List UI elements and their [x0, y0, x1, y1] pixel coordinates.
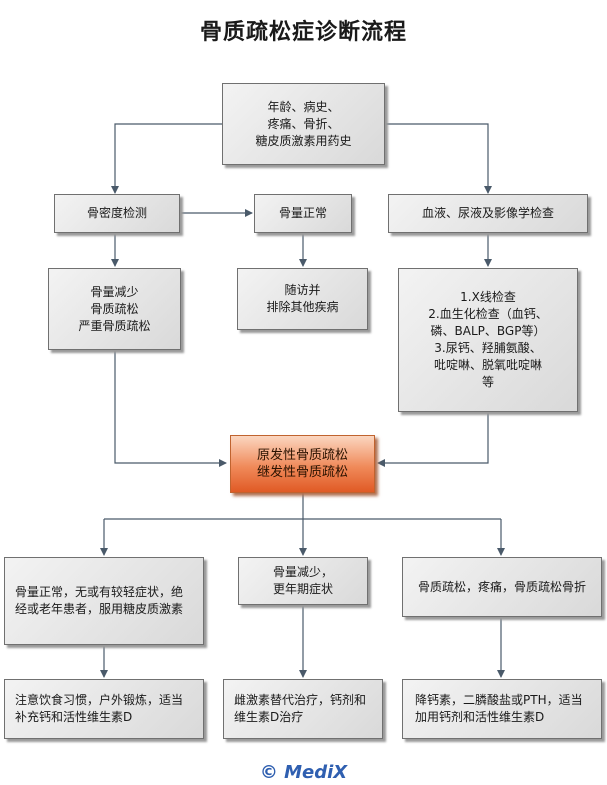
node-category-normal: 骨量正常，无或有较轻症状，绝经或老年患者，服用糖皮质激素 — [4, 557, 204, 645]
node-followup: 随访并 排除其他疾病 — [237, 268, 368, 330]
medix-watermark: © MediX — [259, 762, 348, 783]
node-lab-items: 1.X线检查 2.血生化检查（血钙、 磷、BALP、BGP等） 3.尿钙、羟脯氨… — [398, 268, 578, 412]
node-low-mass: 骨量减少 骨质疏松 严重骨质疏松 — [48, 268, 181, 350]
node-category-low-mass: 骨量减少， 更年期症状 — [238, 557, 368, 605]
page-title: 骨质疏松症诊断流程 — [199, 19, 407, 45]
node-lab-tests: 血液、尿液及影像学检查 — [388, 194, 588, 233]
node-diagnosis: 原发性骨质疏松 继发性骨质疏松 — [230, 435, 375, 493]
arrow-items-to-diagnosis — [377, 412, 489, 467]
node-bmd-test: 骨密度检测 — [54, 194, 180, 233]
arrow-history-to-bmd — [111, 123, 222, 194]
node-treatment-2: 雌激素替代治疗，钙剂和维生素D治疗 — [223, 679, 383, 739]
node-treatment-3: 降钙素，二膦酸盐或PTH，适当加用钙剂和活性维生素D — [402, 679, 602, 739]
node-treatment-1: 注意饮食习惯，户外锻炼，适当补充钙和活性维生素D — [4, 679, 204, 739]
arrow-low-to-diagnosis — [114, 350, 227, 467]
node-normal-mass: 骨量正常 — [254, 194, 352, 233]
node-history: 年龄、病史、 疼痛、骨折、 糖皮质激素用药史 — [222, 83, 385, 165]
node-category-osteoporosis: 骨质疏松，疼痛，骨质疏松骨折 — [402, 557, 602, 617]
arrow-history-to-lab — [385, 123, 492, 194]
